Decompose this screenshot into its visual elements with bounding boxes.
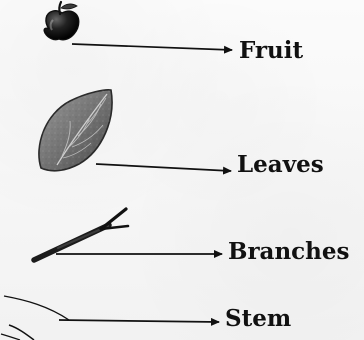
fruit-label: Fruit (239, 39, 303, 62)
fruit-arrow (72, 44, 232, 50)
stem-icon (1, 296, 69, 340)
stem-label: Stem (225, 307, 291, 330)
branch-icon (34, 209, 128, 260)
branches-label: Branches (228, 240, 350, 263)
leaves-arrow (96, 164, 231, 171)
stem-arrow (59, 320, 219, 322)
leaves-label: Leaves (237, 153, 324, 176)
leaf-icon (39, 90, 112, 171)
apple-icon (44, 2, 79, 40)
